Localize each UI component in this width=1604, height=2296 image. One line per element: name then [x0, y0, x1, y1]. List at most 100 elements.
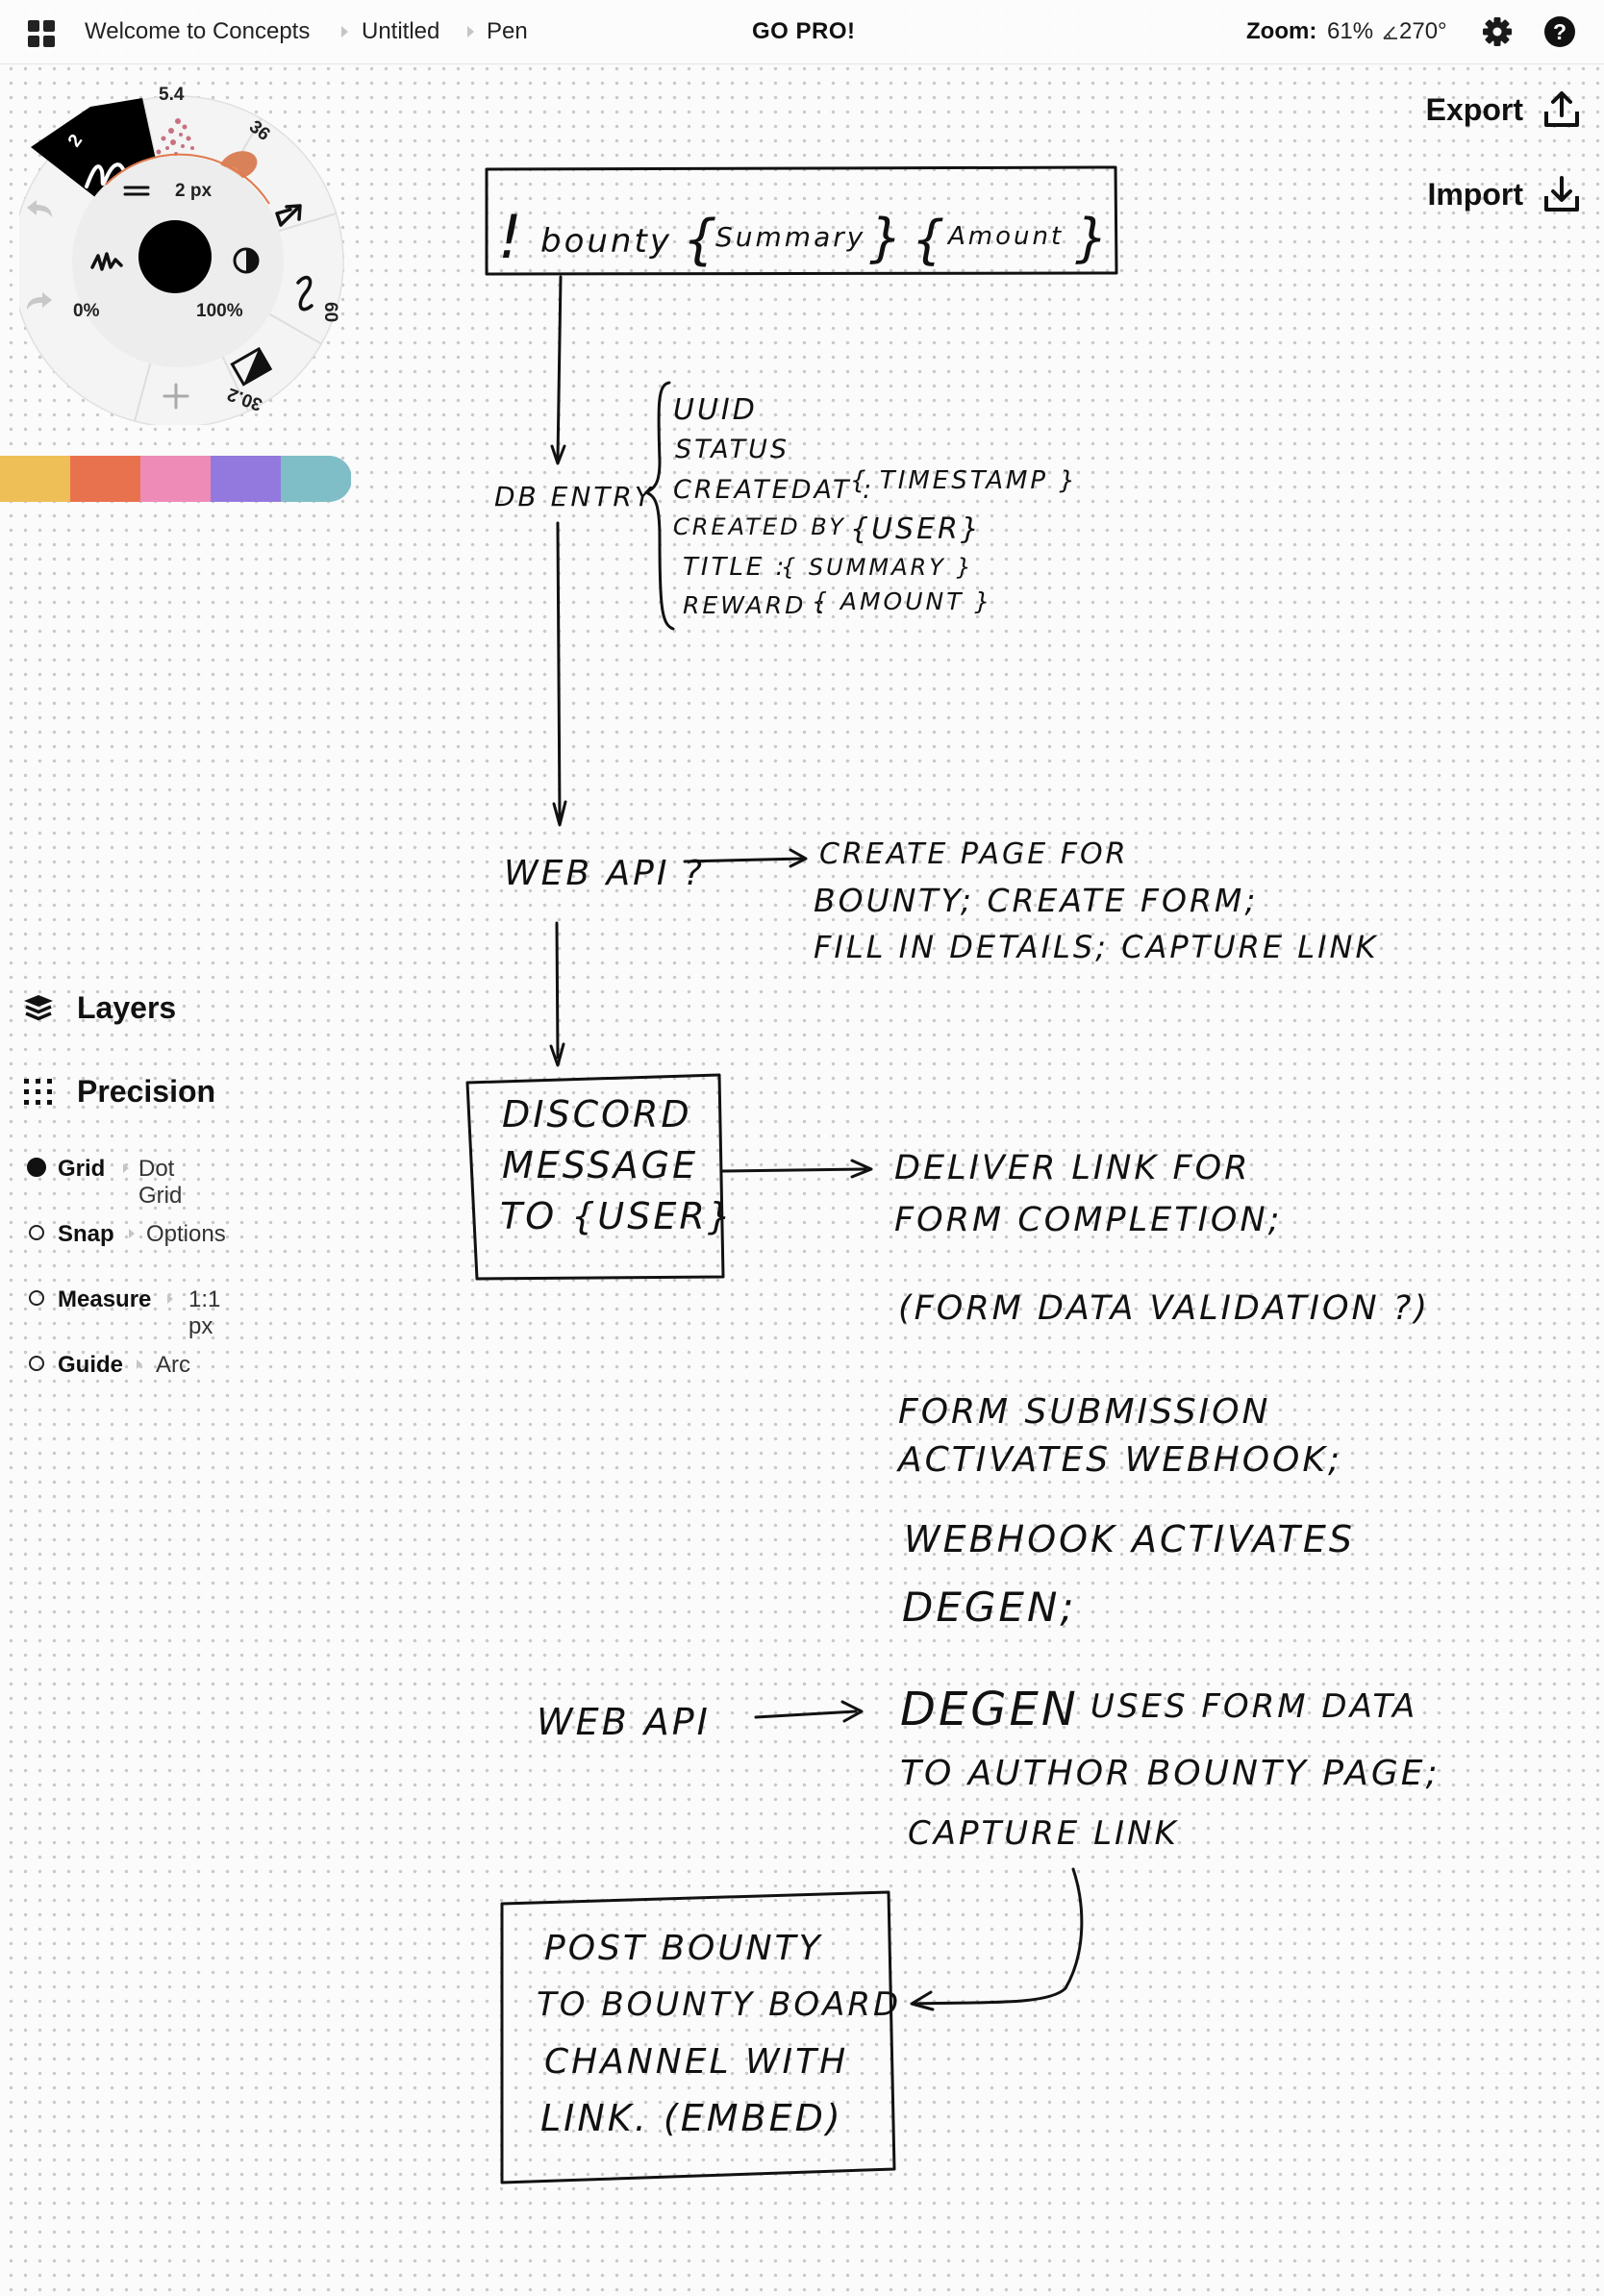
breadcrumb-tool[interactable]: Pen	[487, 18, 528, 44]
smoothing-value[interactable]: 0%	[73, 301, 100, 321]
discord-note-3: (FORM DATA VALIDATION ?)	[898, 1289, 1430, 1328]
precision-measure-name: Measure	[58, 1286, 152, 1312]
precision-snap-name: Snap	[58, 1221, 114, 1247]
color-swatch[interactable]	[211, 456, 281, 502]
color-swatch[interactable]	[281, 456, 351, 502]
web-api-1-label: WEB API ?	[504, 854, 705, 893]
db-entry-label: DB ENTRY	[494, 481, 654, 512]
add-tool-icon[interactable]	[163, 383, 189, 410]
guide-toggle[interactable]	[29, 1356, 44, 1371]
help-icon[interactable]: ?	[1543, 15, 1576, 48]
web-api-2-note-2: USES FORM DATA	[1090, 1687, 1417, 1726]
zoom-label: Zoom:	[1246, 18, 1317, 44]
brush-value: 60	[320, 302, 340, 322]
breadcrumb-separator	[467, 26, 474, 37]
row-separator	[129, 1229, 135, 1238]
snap-toggle[interactable]	[29, 1225, 44, 1240]
layers-icon	[24, 995, 53, 1021]
discord-line-3: TO {USER}	[500, 1195, 734, 1237]
size-handle-icon[interactable]	[123, 186, 150, 196]
field-title: TITLE :	[683, 553, 787, 582]
field-summary: { SUMMARY }	[781, 554, 974, 581]
precision-button[interactable]: Precision	[21, 1072, 252, 1111]
undo-icon[interactable]	[25, 198, 54, 221]
measure-toggle[interactable]	[29, 1290, 44, 1306]
breadcrumb-gallery[interactable]: Welcome to Concepts	[85, 18, 311, 44]
discord-box	[465, 1073, 725, 1281]
web-api-2-note-1: DEGEN	[900, 1683, 1079, 1736]
go-pro-button[interactable]: GO PRO!	[752, 18, 856, 44]
grid-toggle[interactable]	[27, 1158, 46, 1177]
precision-snap-value[interactable]: Options	[146, 1221, 226, 1247]
web-api-1-note-1: CREATE PAGE FOR	[819, 837, 1128, 871]
settings-gear-icon[interactable]	[1481, 15, 1514, 48]
export-label: Export	[1425, 92, 1523, 127]
pencil-value: 5.4	[159, 85, 185, 105]
redo-icon[interactable]	[25, 290, 54, 313]
web-api-1-note-2: BOUNTY; CREATE FORM;	[814, 882, 1258, 919]
precision-grid-name: Grid	[58, 1156, 106, 1182]
export-button[interactable]: Export	[1373, 85, 1604, 133]
field-createdby: CREATED BY :	[673, 513, 867, 540]
color-swatch[interactable]	[0, 456, 70, 502]
field-createdat: CREATEDAT :	[673, 475, 874, 505]
dot-grid-icon	[24, 1079, 52, 1105]
rotation-value[interactable]: 270°	[1399, 18, 1447, 44]
discord-line-2: MESSAGE	[502, 1144, 698, 1186]
web-api-1-note-3: FILL IN DETAILS; CAPTURE LINK	[814, 929, 1378, 965]
discord-note-5: ACTIVATES WEBHOOK;	[896, 1440, 1342, 1480]
angle-icon	[1383, 26, 1397, 39]
color-swatch[interactable]	[70, 456, 140, 502]
layers-label: Layers	[77, 990, 177, 1025]
svg-text:?: ?	[1553, 19, 1566, 44]
precision-guide-value[interactable]: Arc	[156, 1352, 190, 1378]
field-reward: REWARD :	[683, 591, 828, 619]
tool-wheel[interactable]: 2 5.4 36 60 30.2 2 px 0	[19, 79, 356, 425]
active-color-swatch[interactable]	[138, 220, 212, 293]
discord-line-1: DISCORD	[502, 1093, 692, 1136]
field-user: {USER}	[850, 512, 982, 546]
command-exclamation: !	[498, 202, 525, 272]
post-bounty-box	[500, 1890, 896, 2184]
field-uuid: UUID	[673, 393, 758, 427]
discord-note-1: DELIVER LINK FOR	[894, 1149, 1250, 1187]
command-brace: }	[869, 208, 905, 268]
eraser-icon[interactable]	[230, 346, 273, 387]
selection-arrow-icon[interactable]	[275, 204, 302, 227]
web-api-2-label: WEB API	[537, 1701, 711, 1743]
field-amount: { AMOUNT }	[812, 587, 992, 615]
discord-note-7: DEGEN;	[902, 1584, 1077, 1631]
precision-guide-name: Guide	[58, 1352, 124, 1378]
discord-note-4: FORM SUBMISSION	[898, 1392, 1270, 1432]
opacity-icon[interactable]	[233, 247, 260, 274]
precision-measure-value[interactable]: 1:1 px	[188, 1286, 221, 1339]
breadcrumb-drawing[interactable]: Untitled	[362, 18, 440, 44]
opacity-value[interactable]: 100%	[196, 301, 243, 321]
field-timestamp: { TIMESTAMP }	[850, 466, 1078, 495]
discord-note-2: FORM COMPLETION;	[894, 1201, 1282, 1239]
stroke-size-value[interactable]: 2 px	[175, 181, 212, 201]
import-button[interactable]: Import	[1373, 169, 1604, 217]
import-icon	[1544, 176, 1579, 212]
smoothing-icon[interactable]	[90, 252, 123, 271]
command-box	[485, 165, 1118, 276]
row-separator	[167, 1294, 173, 1304]
post-line-3: CHANNEL WITH	[544, 2042, 848, 2082]
discord-note-6: WEBHOOK ACTIVATES	[904, 1518, 1355, 1560]
brush-stroke-icon[interactable]	[296, 275, 313, 312]
web-api-2-note-4: CAPTURE LINK	[908, 1814, 1179, 1853]
command-amount: Amount	[946, 222, 1064, 251]
breadcrumb-separator	[341, 26, 348, 37]
gallery-grid-icon[interactable]	[27, 19, 56, 48]
zoom-value[interactable]: 61%	[1327, 18, 1374, 44]
precision-grid-value[interactable]: Dot Grid	[138, 1156, 183, 1209]
command-bounty: bounty	[540, 222, 672, 261]
import-label: Import	[1427, 177, 1523, 212]
color-swatch[interactable]	[140, 456, 211, 502]
layers-button[interactable]: Layers	[21, 988, 233, 1027]
post-line-1: POST BOUNTY	[544, 1929, 823, 1968]
web-api-2-note-3: TO AUTHOR BOUNTY PAGE;	[900, 1754, 1441, 1793]
post-line-2: TO BOUNTY BOARD	[537, 1985, 901, 2024]
field-status: STATUS	[675, 435, 789, 464]
row-separator	[123, 1163, 129, 1173]
